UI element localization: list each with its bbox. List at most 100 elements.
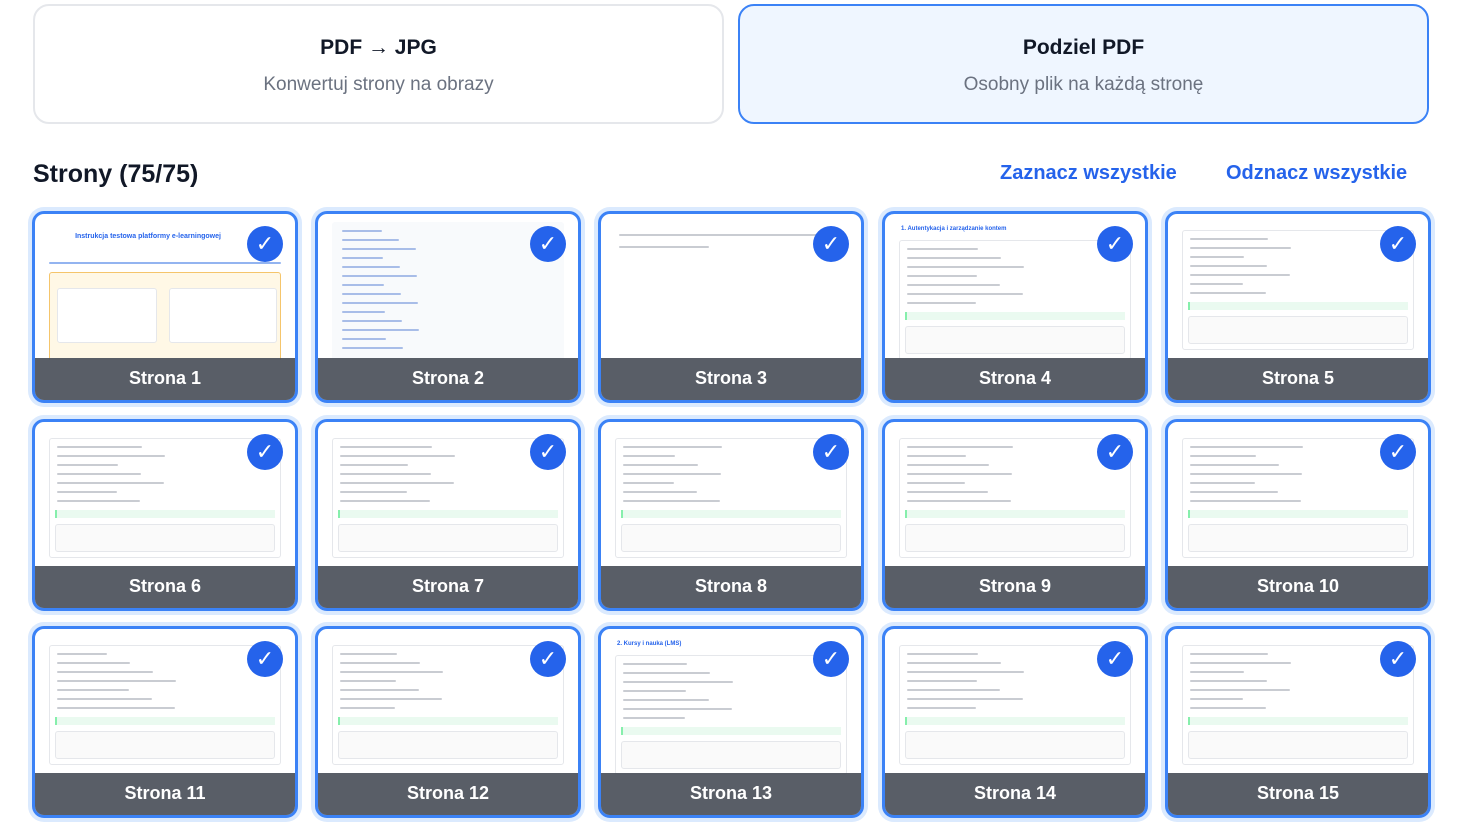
thumbnail-highlight (905, 312, 1125, 320)
page-card[interactable]: Strona 11✓ (32, 626, 298, 818)
page-thumbnail (1182, 430, 1414, 568)
thumbnail-box (1188, 731, 1408, 759)
thumbnail-line (907, 653, 978, 655)
page-card[interactable]: Strona 5 ✓ (1165, 211, 1431, 403)
thumbnail-line (623, 663, 687, 665)
page-label: Strona 1 (35, 358, 295, 400)
thumbnail-line (57, 707, 175, 709)
page-label: Strona 9 (885, 566, 1145, 608)
page-card[interactable]: Instrukcja testowa platformy e-learningo… (32, 211, 298, 403)
thumbnail-highlight (55, 510, 275, 518)
thumbnail-line (1190, 283, 1243, 285)
thumbnail-line (623, 717, 685, 719)
mode-split-pdf[interactable]: Podziel PDF Osobny plik na każdą stronę (738, 4, 1429, 124)
check-icon[interactable]: ✓ (1380, 641, 1416, 677)
thumbnail-line (907, 257, 1001, 259)
thumbnail-line (57, 662, 130, 664)
page-card[interactable]: Strona 8 ✓ (598, 419, 864, 611)
thumbnail-line (57, 500, 140, 502)
page-thumbnail (332, 222, 564, 360)
check-icon[interactable]: ✓ (1097, 434, 1133, 470)
thumbnail-line (623, 491, 697, 493)
check-icon[interactable]: ✓ (247, 434, 283, 470)
page-card[interactable]: Strona 7✓ (315, 419, 581, 611)
page-thumbnail (899, 637, 1131, 775)
thumbnail-line (57, 671, 153, 673)
thumbnail-line (1190, 698, 1243, 700)
page-card[interactable]: Strona 9 ✓ (882, 419, 1148, 611)
thumbnail-line (907, 464, 989, 466)
page-label: Strona 3 (601, 358, 861, 400)
thumbnail-highlight (1188, 302, 1408, 310)
page-label: Strona 8 (601, 566, 861, 608)
thumbnail-line (907, 302, 976, 304)
thumbnail-highlight (1188, 717, 1408, 725)
mode-pdf-to-jpg[interactable]: PDF → JPG Konwertuj strony na obrazy (33, 4, 724, 124)
page-card[interactable]: Strona 2✓ (315, 211, 581, 403)
check-icon[interactable]: ✓ (1097, 641, 1133, 677)
page-thumbnail (899, 430, 1131, 568)
thumbnail-line (623, 690, 686, 692)
thumbnail-highlight (338, 717, 558, 725)
deselect-all-link[interactable]: Odznacz wszystkie (1226, 162, 1408, 184)
thumbnail-line (342, 248, 416, 250)
check-icon[interactable]: ✓ (1380, 226, 1416, 262)
thumbnail-line (623, 699, 709, 701)
check-icon[interactable]: ✓ (247, 226, 283, 262)
thumbnail-line (1190, 473, 1302, 475)
thumbnail-line (340, 689, 419, 691)
thumbnail-line (1190, 464, 1279, 466)
thumbnail-line (49, 262, 281, 264)
page-thumbnail (332, 430, 564, 568)
thumbnail-line (907, 689, 1000, 691)
check-icon[interactable]: ✓ (813, 226, 849, 262)
page-thumbnail: Instrukcja testowa platformy e-learningo… (49, 222, 281, 360)
check-icon[interactable]: ✓ (813, 641, 849, 677)
page-label: Strona 12 (318, 773, 578, 815)
thumbnail-line (1190, 265, 1267, 267)
thumbnail-line (57, 491, 117, 493)
thumbnail-line (1190, 671, 1244, 673)
thumbnail-box (57, 288, 157, 343)
page-card[interactable]: Strona 14 ✓ (882, 626, 1148, 818)
page-thumbnail (49, 430, 281, 568)
thumbnail-box (332, 222, 564, 360)
check-icon[interactable]: ✓ (813, 434, 849, 470)
check-icon[interactable]: ✓ (530, 226, 566, 262)
thumbnail-line (340, 500, 430, 502)
thumbnail-line (1190, 256, 1244, 258)
thumbnail-line (340, 491, 407, 493)
thumbnail-line (907, 662, 1001, 664)
thumbnail-line (623, 681, 733, 683)
thumbnail-line (1190, 500, 1301, 502)
thumbnail-line (342, 284, 384, 286)
thumbnail-line (623, 464, 698, 466)
page-label: Strona 4 (885, 358, 1145, 400)
thumbnail-line (907, 707, 976, 709)
thumbnail-line (907, 482, 965, 484)
page-card[interactable]: 2. Kursy i nauka (LMS)Strona 13✓ (598, 626, 864, 818)
thumbnail-highlight (621, 727, 841, 735)
thumbnail-line (1190, 689, 1290, 691)
check-icon[interactable]: ✓ (530, 434, 566, 470)
select-all-link[interactable]: Zaznacz wszystkie (1000, 162, 1177, 184)
thumbnail-line (340, 455, 455, 457)
thumbnail-line (1190, 274, 1290, 276)
page-card[interactable]: Strona 6✓ (32, 419, 298, 611)
page-card[interactable]: Strona 10✓ (1165, 419, 1431, 611)
thumbnail-line (907, 455, 966, 457)
thumbnail-line (907, 293, 1023, 295)
check-icon[interactable]: ✓ (1380, 434, 1416, 470)
page-card[interactable]: Strona 15✓ (1165, 626, 1431, 818)
page-label: Strona 14 (885, 773, 1145, 815)
page-label: Strona 5 (1168, 358, 1428, 400)
thumbnail-line (1190, 680, 1267, 682)
thumbnail-line (1190, 446, 1303, 448)
page-thumbnail (1182, 637, 1414, 775)
page-card[interactable]: Strona 3 ✓ (598, 211, 864, 403)
page-card[interactable]: Strona 12 ✓ (315, 626, 581, 818)
check-icon[interactable]: ✓ (247, 641, 283, 677)
check-icon[interactable]: ✓ (1097, 226, 1133, 262)
check-icon[interactable]: ✓ (530, 641, 566, 677)
